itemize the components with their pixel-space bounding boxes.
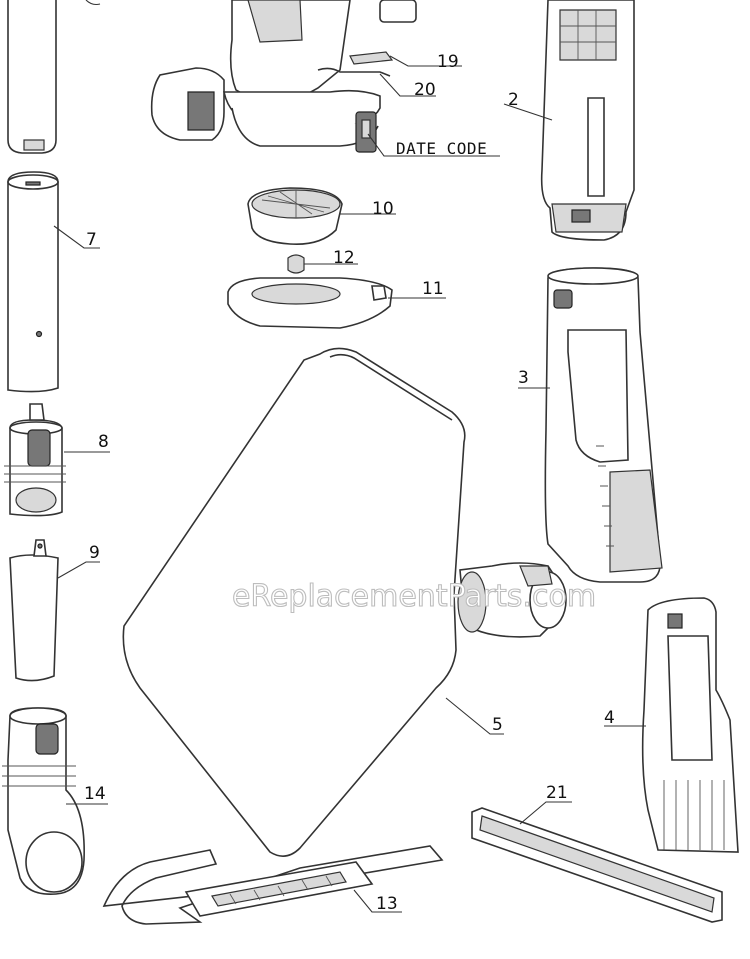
leader-2 bbox=[503, 103, 553, 121]
callout-2: 2 bbox=[508, 90, 519, 110]
callout-10: 10 bbox=[372, 199, 394, 219]
part-13-strap bbox=[102, 845, 444, 925]
callout-4: 4 bbox=[604, 708, 615, 728]
leader-21 bbox=[519, 801, 572, 825]
leader-7 bbox=[53, 225, 100, 249]
part-3-tube bbox=[544, 267, 663, 583]
leader-9 bbox=[57, 561, 100, 579]
callout-labels: 19 20 DATE CODE 2 7 10 12 11 3 8 9 5 4 1… bbox=[84, 52, 615, 914]
part-12-nut bbox=[287, 254, 305, 274]
leader-5 bbox=[445, 697, 504, 735]
leader-20 bbox=[379, 73, 436, 97]
part-20-wire bbox=[317, 67, 391, 77]
motor-housing-part bbox=[150, 0, 417, 153]
part-19-switch bbox=[349, 51, 394, 65]
callout-5: 5 bbox=[492, 715, 503, 735]
part-7-tube bbox=[7, 171, 59, 393]
callout-9: 9 bbox=[89, 543, 100, 563]
leader-19 bbox=[389, 55, 462, 67]
callout-19: 19 bbox=[437, 52, 459, 72]
part-14-elbow bbox=[2, 707, 85, 895]
part-4-rake bbox=[641, 597, 739, 853]
part-8-coupler bbox=[4, 403, 66, 517]
part-5-bag bbox=[122, 347, 567, 857]
watermark-text: eReplacementParts.com bbox=[232, 579, 596, 614]
callout-13: 13 bbox=[376, 894, 398, 914]
callout-14: 14 bbox=[84, 784, 106, 804]
part-21-rail bbox=[471, 807, 723, 923]
leader-13 bbox=[353, 889, 402, 913]
callout-21: 21 bbox=[546, 783, 568, 803]
callout-date-code: DATE CODE bbox=[396, 139, 487, 158]
leader-date-code bbox=[367, 133, 500, 157]
leader-lines bbox=[53, 55, 646, 913]
callout-3: 3 bbox=[518, 368, 529, 388]
callout-12: 12 bbox=[333, 248, 355, 268]
part-11-plate bbox=[227, 277, 393, 329]
part-2-handle bbox=[540, 0, 635, 241]
part-9-nozzle bbox=[9, 539, 59, 682]
callout-11: 11 bbox=[422, 279, 444, 299]
upper-tube-part bbox=[7, 0, 101, 154]
callout-8: 8 bbox=[98, 432, 109, 452]
part-10-fan bbox=[247, 187, 343, 246]
callout-7: 7 bbox=[86, 230, 97, 250]
callout-20: 20 bbox=[414, 80, 436, 100]
